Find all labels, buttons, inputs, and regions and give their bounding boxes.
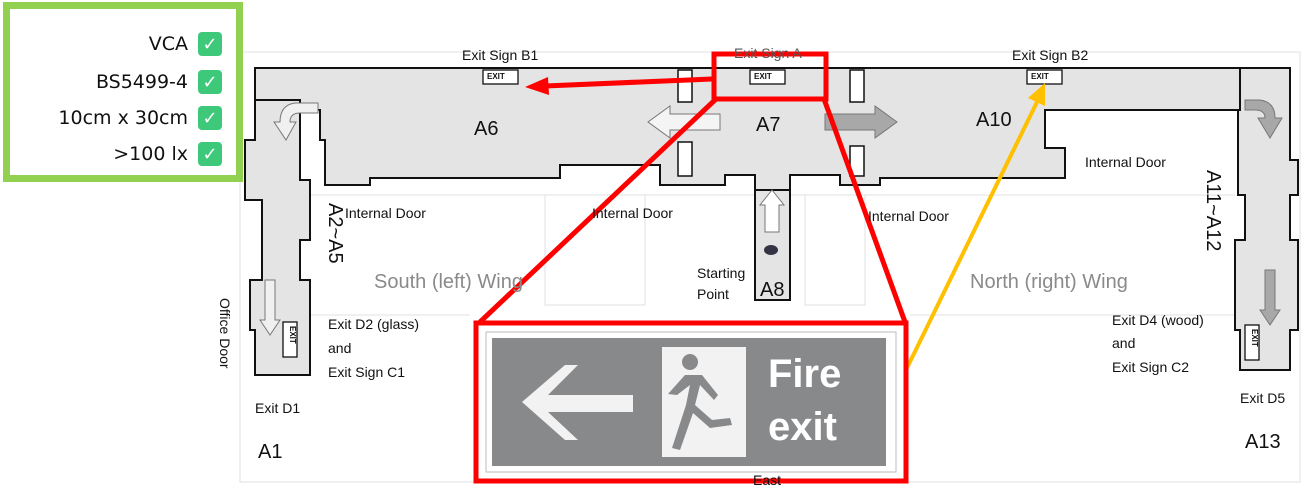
- corridor-shapes: [244, 67, 1299, 376]
- checklist-item: BS5499-4 ✓: [96, 70, 222, 94]
- room-a7: A7: [756, 114, 781, 136]
- red-arrowhead-icon: [525, 77, 549, 95]
- red-pointer-line: [544, 76, 713, 89]
- check-box-icon: ✓: [198, 70, 222, 94]
- checklist-item: VCA ✓: [149, 32, 222, 56]
- label-exit-d4: Exit D4 (wood): [1112, 312, 1204, 328]
- yellow-pointer-line: [903, 99, 1040, 373]
- arrow-down-icon: [1259, 269, 1281, 326]
- label-and: and: [1112, 335, 1136, 351]
- room-a11-a12: A11~A12: [1202, 170, 1224, 252]
- exit-badge-b1: EXIT: [487, 72, 505, 81]
- corridor-a6-a7-a10: [254, 67, 1241, 196]
- exit-badge-c1: EXIT: [288, 326, 297, 344]
- exit-badge-b2: EXIT: [1031, 72, 1049, 81]
- checklist-label: BS5499-4: [95, 71, 188, 93]
- label-north-wing: North (right) Wing: [970, 271, 1128, 293]
- check-box-icon: ✓: [198, 142, 222, 166]
- starting-point-marker: [764, 245, 778, 255]
- room-a2-a5: A2~A5: [324, 203, 346, 264]
- checklist-label: VCA: [148, 33, 188, 55]
- arrow-turn-icon: [273, 102, 319, 141]
- sign-text-fire: Fire: [768, 352, 842, 396]
- arrow-down-icon: [259, 279, 281, 336]
- compliance-checklist: VCA ✓ BS5499-4 ✓ 10cm x 30cm ✓ >100 lx ✓: [3, 2, 243, 182]
- exit-badge-c2: EXIT: [1250, 329, 1259, 347]
- arrow-turn-right-icon: [1244, 99, 1283, 139]
- checklist-label: 10cm x 30cm: [58, 107, 188, 129]
- label-exit-d2: Exit D2 (glass): [328, 316, 420, 332]
- label-office-door: Office Door: [217, 298, 233, 369]
- label-starting: Starting: [697, 265, 746, 281]
- check-box-icon: ✓: [198, 32, 222, 56]
- label-exit-d5: Exit D5: [1240, 390, 1286, 406]
- label-exit-sign-c1: Exit Sign C1: [328, 364, 406, 380]
- sign-text-exit: exit: [768, 405, 837, 449]
- exit-badge-a: EXIT: [754, 72, 772, 81]
- checklist-item: 10cm x 30cm ✓: [58, 106, 222, 130]
- label-east: East: [753, 472, 782, 485]
- room-a8: A8: [760, 279, 785, 301]
- label-point: Point: [697, 286, 729, 302]
- corridor-a2-a5: [244, 99, 311, 376]
- label-internal-door: Internal Door: [1085, 154, 1166, 170]
- highlight-box: [711, 51, 829, 102]
- running-man-icon: [662, 347, 746, 457]
- room-a13: A13: [1245, 431, 1281, 453]
- label-exit-sign-b1: Exit Sign B1: [462, 47, 539, 63]
- label-exit-sign-a: Exit Sign A: [734, 45, 802, 61]
- corridor-a11-a12: [1234, 67, 1299, 371]
- check-box-icon: ✓: [198, 106, 222, 130]
- room-a6: A6: [474, 118, 499, 140]
- label-internal-door: Internal Door: [592, 205, 673, 221]
- label-internal-door: Internal Door: [345, 205, 426, 221]
- label-exit-d1: Exit D1: [255, 400, 301, 416]
- label-internal-door: Internal Door: [868, 208, 949, 224]
- label-exit-sign-c2: Exit Sign C2: [1112, 359, 1190, 375]
- label-exit-sign-b2: Exit Sign B2: [1012, 47, 1089, 63]
- label-and: and: [328, 340, 352, 356]
- label-south-wing: South (left) Wing: [374, 271, 523, 293]
- checklist-item: >100 lx ✓: [113, 142, 222, 166]
- sign-arrow-left-icon: [522, 365, 633, 440]
- exit-sign-markers: [282, 69, 1260, 361]
- direction-arrows: [259, 99, 1283, 336]
- room-a10: A10: [976, 109, 1012, 131]
- yellow-arrowhead-icon: [1028, 83, 1045, 106]
- sign-highlight: [478, 51, 908, 324]
- checklist-label: >100 lx: [113, 143, 188, 165]
- room-a1: A1: [258, 441, 283, 463]
- arrow-up-icon: [758, 189, 786, 233]
